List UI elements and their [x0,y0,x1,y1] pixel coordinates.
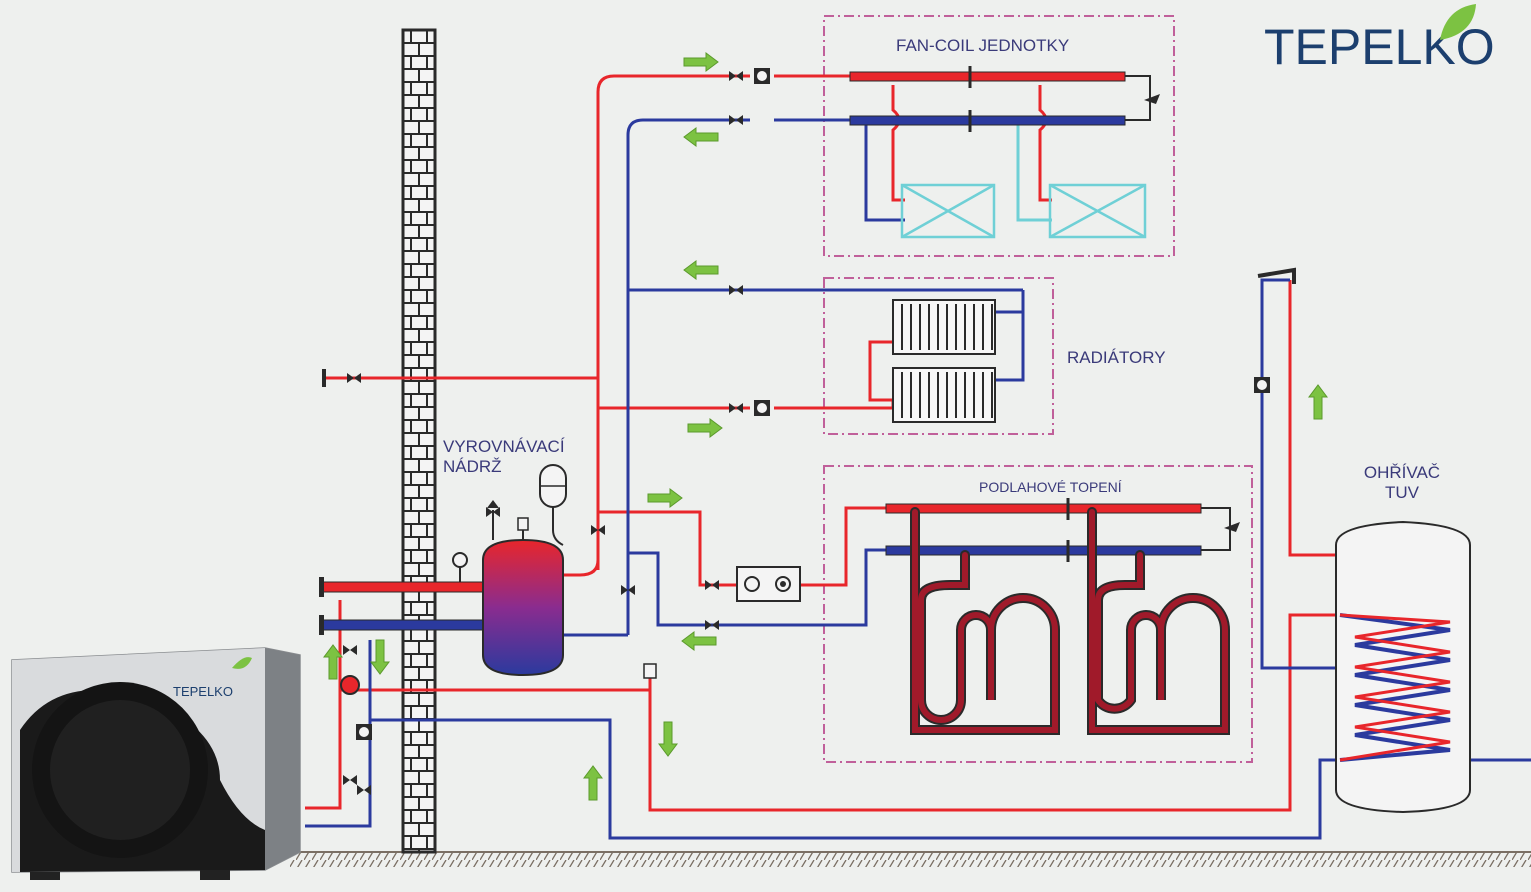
flow-arrow-icon [658,721,678,757]
buffer-tank-label-2: NÁDRŽ [443,457,502,476]
flow-arrow-icon [687,418,723,438]
radiators-label: RADIÁTORY [1067,348,1166,367]
radiator-lower [892,367,996,423]
expansion-vessel [539,464,567,546]
floor-heating-loop [910,507,1060,735]
heat-pump-unit: TEPELKO [11,647,301,880]
dhw-heater-label: OHŘÍVAČ [1364,463,1440,482]
faucet-icon [1257,267,1296,284]
valve-icon [343,775,357,785]
buffer-tank [482,500,564,677]
valve-icon [729,115,743,125]
radiator-zone [823,277,1054,435]
valve-icon [357,785,371,795]
valve-icon [705,620,719,630]
return-pipes [305,118,1531,840]
dhw-heater-label-2: TUV [1385,483,1420,502]
flow-arrow-icon [647,488,683,508]
dhw-tank [1335,520,1471,814]
brand-logo: TEPELKO [1264,4,1495,75]
floor-heating-label: PODLAHOVÉ TOPENÍ [979,479,1122,495]
fancoil-manifold [849,66,1160,132]
valve-icon [486,507,500,517]
floor-heating-zone [823,465,1253,763]
buffer-tank-label: VYROVNÁVACÍ [443,437,565,456]
fan-coil-unit [900,183,996,239]
flow-arrow-icon [583,765,603,801]
unit-brand-text: TEPELKO [173,684,233,699]
valve-icon [343,645,357,655]
flow-arrows [323,52,1328,801]
valve-icon [729,71,743,81]
leaf-icon [232,657,252,669]
building-wall [401,28,437,854]
fancoil-label: FAN-COIL JEDNOTKY [896,36,1069,55]
floor-manifold [885,498,1240,562]
ground [290,851,1531,867]
valves [343,71,743,795]
radiator-upper [892,299,996,355]
flow-arrow-icon [323,644,343,680]
pumps [340,68,1270,740]
flow-arrow-icon [683,127,719,147]
valve-icon [591,525,605,535]
floor-heating-loop [1087,507,1230,735]
flow-arrow-icon [683,260,719,280]
mixing-valve-unit [736,566,801,602]
valve-icon [705,580,719,590]
valve-icon [729,285,743,295]
flow-arrow-icon [1308,384,1328,420]
flow-arrow-icon [681,631,717,651]
flow-arrow-icon [370,639,390,675]
leaf-icon [1440,4,1476,40]
valve-icon [621,585,635,595]
flow-arrow-icon [683,52,719,72]
fan-coil-unit [1048,183,1147,239]
valve-icon [729,403,743,413]
valve-icon [347,373,361,383]
fancoil-zone [823,15,1175,257]
pressure-gauge [452,552,468,582]
